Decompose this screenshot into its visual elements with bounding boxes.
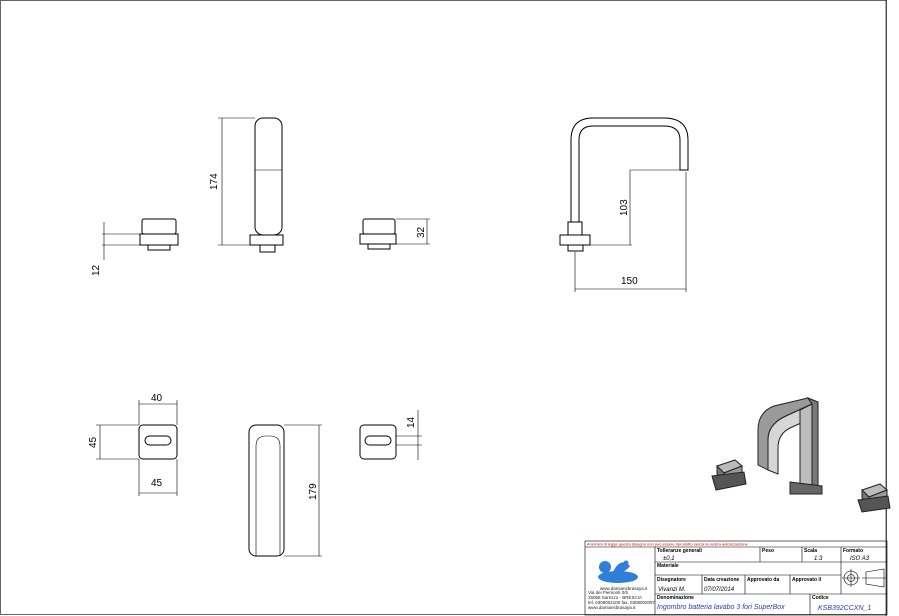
copyright-notice: A termini di legge questo disegno non pu… bbox=[587, 542, 749, 547]
dim-174: 174 bbox=[209, 173, 220, 190]
front-view-spout: 174 bbox=[209, 117, 284, 253]
tolleranze-label: Tolleranze generali bbox=[657, 548, 703, 554]
dim-179: 179 bbox=[308, 483, 319, 500]
projection-symbol bbox=[842, 568, 886, 588]
title-block: A termini di legge questo disegno non pu… bbox=[584, 540, 888, 616]
scala-value: 1:3 bbox=[814, 556, 823, 562]
materiale-label: Materiale bbox=[657, 563, 679, 569]
dim-14: 14 bbox=[406, 416, 417, 428]
disegnatore-value: Vivanzi M. bbox=[658, 587, 686, 593]
dim-45-bottom: 45 bbox=[151, 478, 163, 489]
side-view-spout: 103 150 bbox=[559, 117, 689, 292]
approvato-il-label: Approvato il bbox=[792, 577, 822, 583]
address-line-1: Via dei Piemonti 3/5 bbox=[588, 590, 628, 595]
address-line-2: 25068 Sarezzo - BRESCIA bbox=[588, 595, 642, 600]
address-line-4: www.damiansbrasaya.it bbox=[588, 605, 636, 610]
tolleranze-value: ±0,1 bbox=[663, 556, 675, 562]
approvato-da-label: Approvato da bbox=[747, 577, 779, 583]
top-view-left-handle: 40 45 45 bbox=[88, 393, 178, 496]
disegnatore-label: Disegnatore bbox=[657, 577, 686, 583]
address-line-3: tel. 0308002100 fax. 0308002097 bbox=[588, 600, 656, 605]
isometric-faucet-render bbox=[711, 396, 891, 513]
scala-label: Scala bbox=[804, 548, 817, 554]
codice-value: KSB392CCXN_1 bbox=[818, 605, 871, 612]
formato-value: ISO A3 bbox=[850, 556, 870, 562]
codice-label: Codice bbox=[812, 595, 829, 601]
denominazione-value: Ingombro batteria lavabo 3 fori SuperBox bbox=[657, 604, 785, 611]
top-view-spout: 179 bbox=[248, 424, 322, 557]
dim-12: 12 bbox=[91, 264, 102, 276]
data-creazione-value: 07/07/2014 bbox=[704, 587, 735, 593]
front-view-right-handle: 32 bbox=[359, 218, 430, 250]
peso-label: Peso bbox=[762, 548, 774, 554]
company-logo: www.damiansbrasaya.it bbox=[598, 560, 648, 591]
front-view-left-handle: 12 bbox=[91, 218, 179, 276]
dim-45-left: 45 bbox=[88, 436, 99, 448]
denominazione-label: Denominazione bbox=[657, 595, 694, 601]
data-creazione-label: Data creazione bbox=[704, 577, 740, 583]
top-view-right-handle: 14 bbox=[359, 410, 422, 460]
formato-label: Formato bbox=[843, 548, 863, 554]
dim-32: 32 bbox=[416, 226, 427, 238]
dim-150: 150 bbox=[621, 276, 638, 287]
dim-40: 40 bbox=[151, 393, 163, 404]
logo-caption: www.damiansbrasaya.it bbox=[600, 586, 648, 591]
dim-103: 103 bbox=[619, 199, 630, 216]
